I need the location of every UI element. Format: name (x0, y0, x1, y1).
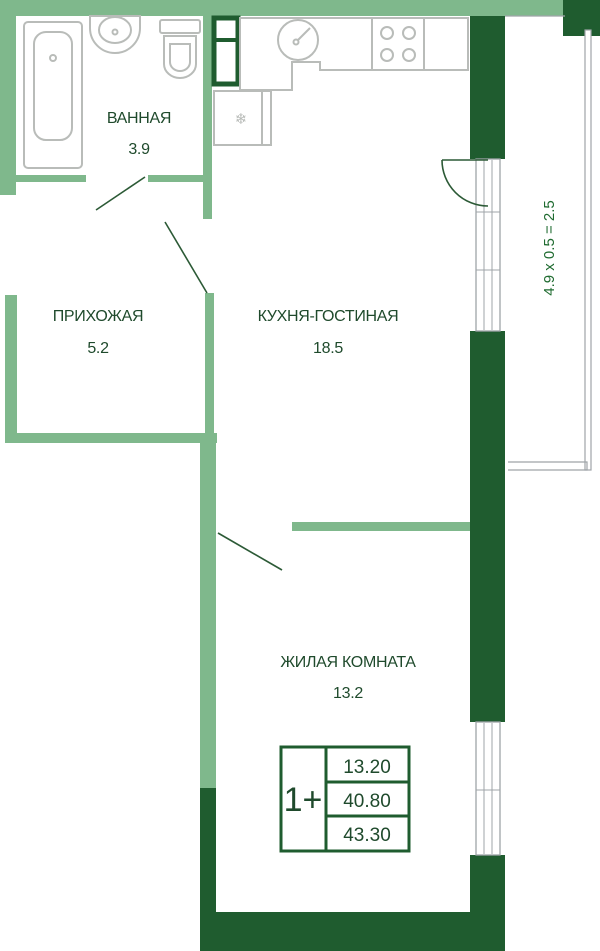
inner-walls (0, 0, 565, 790)
area-legend: 1+ 13.20 40.80 43.30 (279, 745, 411, 853)
room-area: 5.2 (87, 340, 109, 357)
room-label: КУХНЯ-ГОСТИНАЯ (258, 308, 399, 325)
balcony-label: 4.9 x 0.5 = 2.5 (541, 200, 558, 296)
doors (95, 159, 489, 571)
outer-walls (200, 0, 600, 951)
room-living-room: ЖИЛАЯ КОМНАТА 13.2 (280, 654, 416, 702)
room-label: ПРИХОЖАЯ (53, 308, 144, 325)
room-kitchen-living: КУХНЯ-ГОСТИНАЯ 18.5 (258, 308, 399, 357)
legend-value-living: 13.20 (343, 757, 391, 778)
room-area: 18.5 (313, 340, 343, 357)
balcony (505, 15, 592, 471)
legend-value-total-balcony: 43.30 (343, 825, 391, 846)
room-hallway: ПРИХОЖАЯ 5.2 (53, 308, 144, 357)
sink-icon (89, 15, 141, 54)
room-area: 13.2 (333, 685, 363, 702)
room-bathroom: ВАННАЯ 3.9 (107, 110, 172, 158)
apartment-type: 1+ (284, 781, 323, 819)
stove-icon (371, 17, 469, 71)
kitchen-sink-icon (239, 17, 373, 91)
bathtub-icon (23, 21, 83, 169)
window-kitchen (475, 158, 501, 332)
svg-text:❄: ❄ (235, 110, 248, 128)
window-living-room (475, 721, 501, 856)
legend-value-total: 40.80 (343, 791, 391, 812)
fridge-icon: ❄ (213, 90, 272, 146)
toilet-icon (159, 19, 201, 79)
room-area: 3.9 (128, 141, 150, 158)
room-label: ЖИЛАЯ КОМНАТА (280, 654, 416, 671)
room-label: ВАННАЯ (107, 110, 171, 127)
